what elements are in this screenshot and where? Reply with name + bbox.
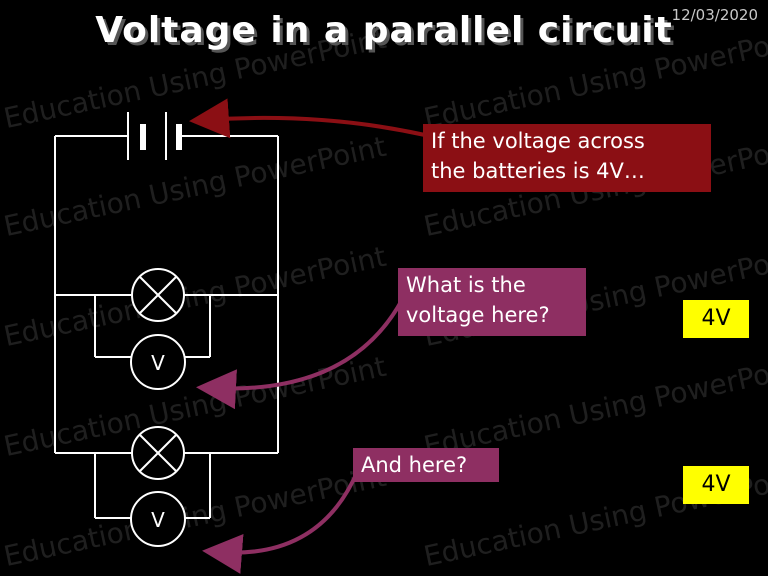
callout-line: voltage here? xyxy=(406,303,550,327)
callout-line: the batteries is 4V… xyxy=(431,159,645,183)
callout-line: What is the xyxy=(406,273,526,297)
slide-title: Voltage in a parallel circuit xyxy=(95,10,673,51)
question-callout: What is the voltage here? xyxy=(398,268,586,336)
answer-box: 4V xyxy=(683,300,749,338)
slide-date: 12/03/2020 xyxy=(671,6,758,24)
arrow-to-lower-voltmeter xyxy=(202,469,360,574)
voltmeter-icon: V xyxy=(130,334,186,390)
arrow-to-upper-voltmeter xyxy=(196,299,404,410)
battery-voltage-callout: If the voltage across the batteries is 4… xyxy=(423,124,711,192)
voltmeter-symbol: V xyxy=(151,508,165,532)
battery-icon xyxy=(127,112,192,160)
lamp-icon xyxy=(131,268,185,322)
voltmeter-icon: V xyxy=(130,491,186,547)
lamp-icon xyxy=(131,426,185,480)
callout-line: If the voltage across xyxy=(431,129,645,153)
answer-box: 4V xyxy=(683,466,749,504)
arrow-to-battery xyxy=(189,98,426,139)
callout-line: And here? xyxy=(361,453,468,477)
voltmeter-symbol: V xyxy=(151,351,165,375)
question2-callout: And here? xyxy=(353,448,499,482)
